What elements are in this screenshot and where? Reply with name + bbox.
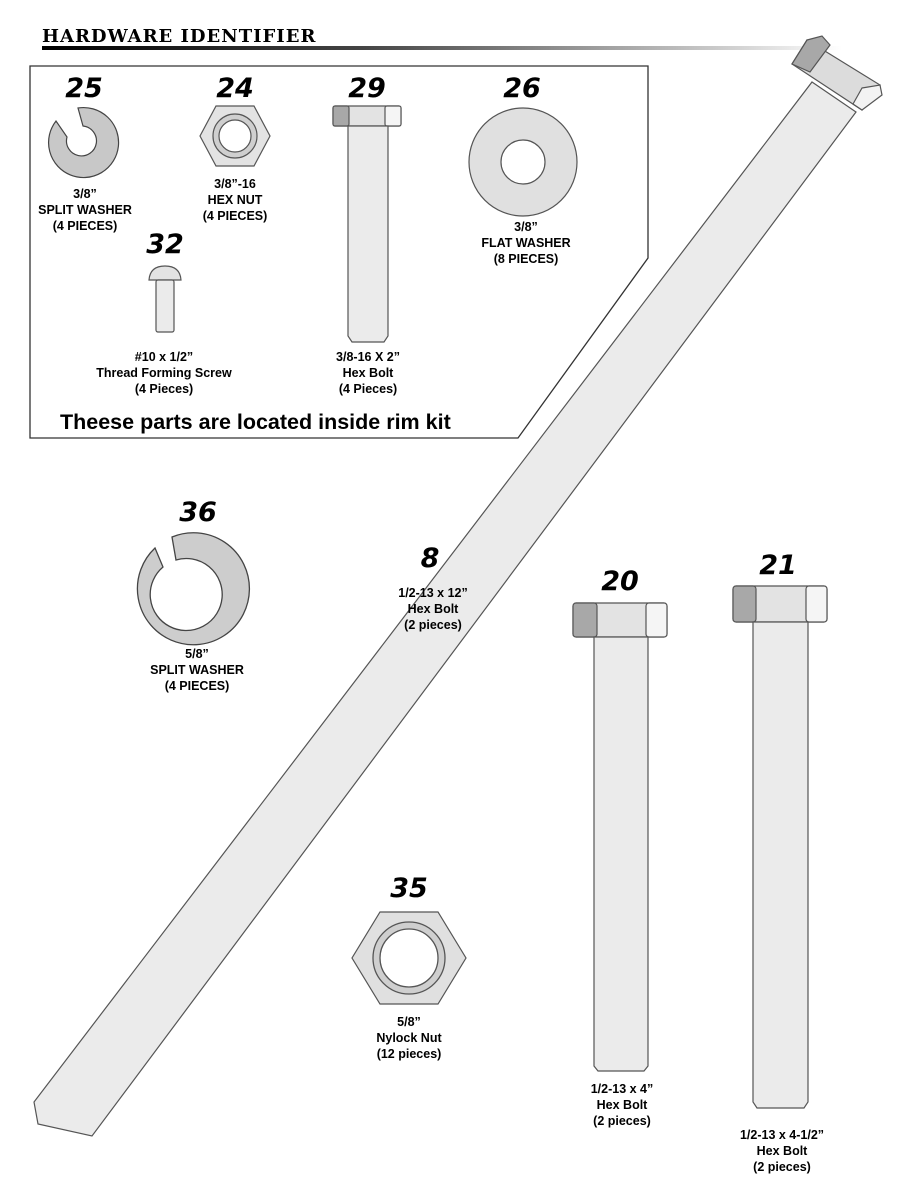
caption-25-name: SPLIT WASHER <box>38 203 132 217</box>
part-number-26: 26 <box>503 73 541 104</box>
caption-8: 1/2-13 x 12” Hex Bolt (2 pieces) <box>353 585 513 633</box>
caption-32-name: Thread Forming Screw <box>96 366 232 380</box>
caption-36: 5/8” SPLIT WASHER (4 PIECES) <box>117 646 277 694</box>
part-number-8: 8 <box>420 543 440 574</box>
caption-25-qty: (4 PIECES) <box>52 219 118 233</box>
caption-20-size: 1/2-13 x 4” <box>590 1082 654 1096</box>
split-washer-large-drawing <box>136 532 251 646</box>
part-number-35: 35 <box>390 873 428 904</box>
caption-29: 3/8-16 X 2” Hex Bolt (4 Pieces) <box>288 349 448 397</box>
caption-26-name: FLAT WASHER <box>481 236 571 250</box>
caption-32-qty: (4 Pieces) <box>134 382 194 396</box>
caption-36-size: 5/8” <box>185 647 209 661</box>
part-number-21: 21 <box>759 550 797 581</box>
split-washer-small-drawing <box>47 106 120 179</box>
caption-29-name: Hex Bolt <box>342 366 394 380</box>
caption-25-size: 3/8” <box>73 187 97 201</box>
caption-35-qty: (12 pieces) <box>376 1047 442 1061</box>
caption-8-size: 1/2-13 x 12” <box>398 586 468 600</box>
caption-32-size: #10 x 1/2” <box>134 350 194 364</box>
nylock-nut-drawing <box>351 911 467 1005</box>
caption-21: 1/2-13 x 4-1/2” Hex Bolt (2 pieces) <box>702 1127 862 1175</box>
rim-kit-box <box>29 65 649 439</box>
caption-36-name: SPLIT WASHER <box>150 663 244 677</box>
bolt-12in-drawing <box>33 35 883 1137</box>
part-number-32: 32 <box>146 229 184 260</box>
page-title: HARDWARE IDENTIFIER <box>42 26 317 47</box>
caption-26-size: 3/8” <box>514 220 538 234</box>
caption-20: 1/2-13 x 4” Hex Bolt (2 pieces) <box>542 1081 702 1129</box>
bolt-4in-drawing <box>572 602 668 1072</box>
hex-nut-small-drawing <box>199 105 271 167</box>
flat-washer-drawing <box>468 107 578 217</box>
part-number-36: 36 <box>179 497 217 528</box>
caption-26-qty: (8 PIECES) <box>493 252 559 266</box>
bolt-4-5in-drawing <box>732 585 828 1109</box>
caption-21-qty: (2 pieces) <box>753 1160 811 1174</box>
bolt-2in-drawing <box>332 105 402 343</box>
caption-24-name: HEX NUT <box>207 193 263 207</box>
thread-forming-screw-drawing <box>148 265 182 333</box>
caption-36-qty: (4 PIECES) <box>164 679 230 693</box>
caption-35: 5/8” Nylock Nut (12 pieces) <box>329 1014 489 1062</box>
part-number-20: 20 <box>601 566 639 597</box>
caption-26: 3/8” FLAT WASHER (8 PIECES) <box>446 219 606 267</box>
caption-29-qty: (4 Pieces) <box>338 382 398 396</box>
caption-21-size: 1/2-13 x 4-1/2” <box>739 1128 825 1142</box>
caption-20-qty: (2 pieces) <box>593 1114 651 1128</box>
caption-24-size: 3/8”-16 <box>214 177 256 191</box>
caption-8-qty: (2 pieces) <box>404 618 462 632</box>
caption-24-qty: (4 PIECES) <box>202 209 268 223</box>
caption-35-size: 5/8” <box>397 1015 421 1029</box>
caption-24: 3/8”-16 HEX NUT (4 PIECES) <box>155 176 315 224</box>
caption-21-name: Hex Bolt <box>756 1144 808 1158</box>
rim-kit-note: Theese parts are located inside rim kit <box>60 410 451 434</box>
caption-8-name: Hex Bolt <box>407 602 459 616</box>
part-number-25: 25 <box>65 73 103 104</box>
caption-32: #10 x 1/2” Thread Forming Screw (4 Piece… <box>84 349 244 397</box>
part-number-29: 29 <box>348 73 386 104</box>
caption-29-size: 3/8-16 X 2” <box>336 350 400 364</box>
title-underline <box>42 46 842 50</box>
caption-20-name: Hex Bolt <box>596 1098 648 1112</box>
caption-25: 3/8” SPLIT WASHER (4 PIECES) <box>5 186 165 234</box>
part-number-24: 24 <box>216 73 254 104</box>
caption-35-name: Nylock Nut <box>376 1031 442 1045</box>
